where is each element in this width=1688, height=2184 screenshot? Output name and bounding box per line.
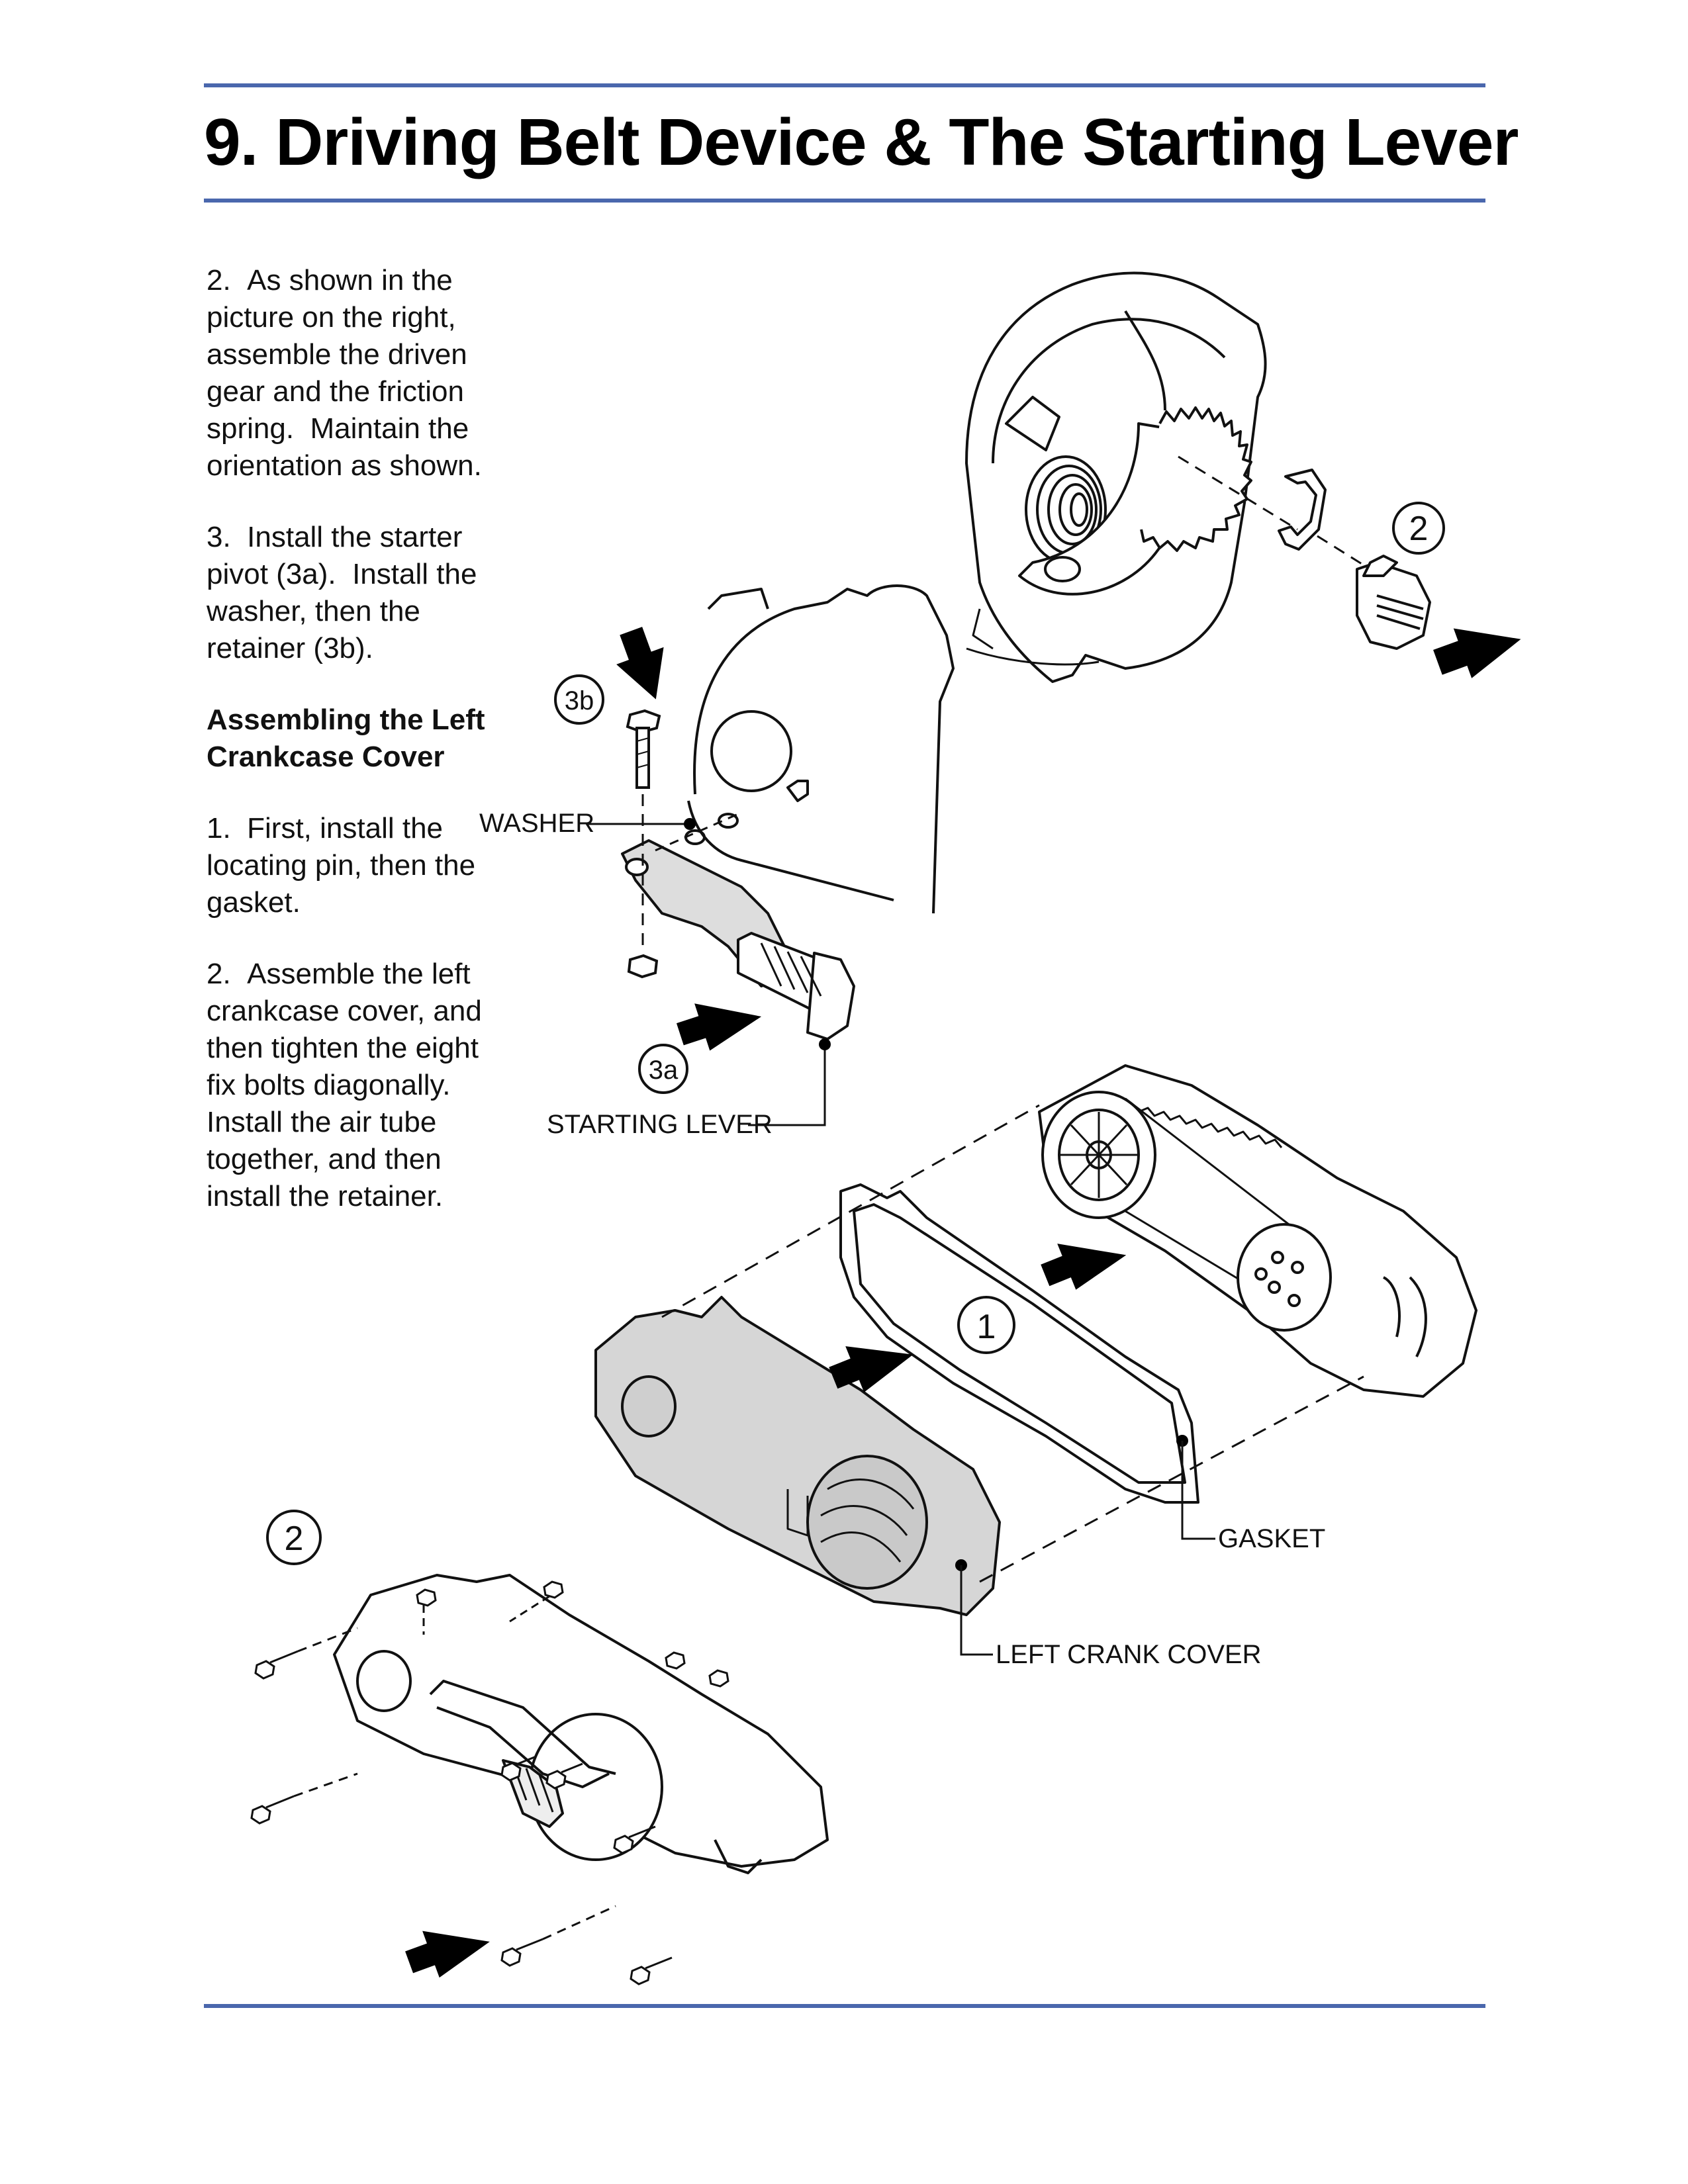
top-rule [204,83,1485,87]
instructions-column: 2. As shown in the picture on the right,… [207,262,491,1250]
arrow-down-icon [616,627,664,700]
bottom-rule [204,2004,1485,2008]
step-locating-pin: 1. First, install the locating pin, then… [207,812,476,919]
left-crank-cover-drawing [594,1296,1001,1616]
driven-gear-drawing [1018,406,1252,596]
callout-2-top-text: 2 [1409,510,1429,548]
bolt-icon [545,1762,583,1790]
callout-3a: 3a [638,1044,688,1094]
callout-3b-text: 3b [565,686,594,715]
step-starter-pivot: 3. Install the starter pivot (3a). Insta… [207,521,477,664]
page-title: 9. Driving Belt Device & The Starting Le… [204,105,1519,179]
cover-outline-drawing [687,584,955,914]
bolt-icon [500,1938,543,1967]
arrow-icon [405,1931,490,1978]
gasket-drawing [839,1183,1199,1504]
bolt-icon [500,1755,537,1782]
gasket-label: GASKET [1218,1524,1325,1553]
starting-lever-drawing [621,839,855,1040]
alignment-lines [661,1104,1364,1583]
step-assemble-cover: 2. Assemble the left crankcase cover, an… [207,958,482,1212]
starting-lever-label-group: STARTING LEVER [547,1038,831,1139]
step-friction-spring: 2. As shown in the picture on the right,… [207,264,482,482]
gasket-label-group: GASKET [1176,1435,1325,1553]
nut-icon [708,1669,729,1688]
section-heading-left-crankcase-cover: Assembling the Left Crankcase Cover [207,704,485,773]
nut-icon [416,1588,437,1607]
driven-gear-assembly-drawing [965,271,1431,683]
left-crank-cover-label: LEFT CRANK COVER [996,1640,1262,1669]
title-underline-rule [204,199,1485,203]
arrow-icon [1041,1244,1127,1290]
nut-icon [543,1580,564,1599]
bolt-icon [250,1795,295,1825]
washer-label: WASHER [479,809,594,838]
callout-3a-text: 3a [649,1056,679,1085]
starter-pivot-bolt-drawing [1356,555,1431,650]
washer-drawing [655,813,739,852]
assembled-cover-drawing [333,1574,829,1874]
callout-2-bottom-text: 2 [285,1520,304,1558]
left-crank-cover-label-group: LEFT CRANK COVER [955,1559,1262,1669]
arrow-icon [1433,628,1521,678]
bolt-icon [613,1825,656,1854]
callout-2-bottom: 2 [266,1510,322,1565]
retainer-bolt-drawing [626,709,661,979]
bolt-icon [254,1650,299,1680]
starting-lever-label: STARTING LEVER [547,1110,773,1139]
callout-2-top: 2 [1392,502,1445,555]
callout-1-text: 1 [977,1308,996,1346]
crankcase-with-belt-drawing [1038,1064,1477,1398]
retainer-clip-drawing [1278,469,1327,551]
nut-icon [665,1651,686,1670]
bolt-icon [630,1956,673,1985]
callout-3b: 3b [554,674,604,725]
callout-1: 1 [957,1296,1015,1354]
cover-bolts-drawing [250,1580,729,1985]
washer-label-group: WASHER [479,809,696,838]
arrow-icon [829,1346,914,1392]
arrow-icon [677,1003,762,1051]
